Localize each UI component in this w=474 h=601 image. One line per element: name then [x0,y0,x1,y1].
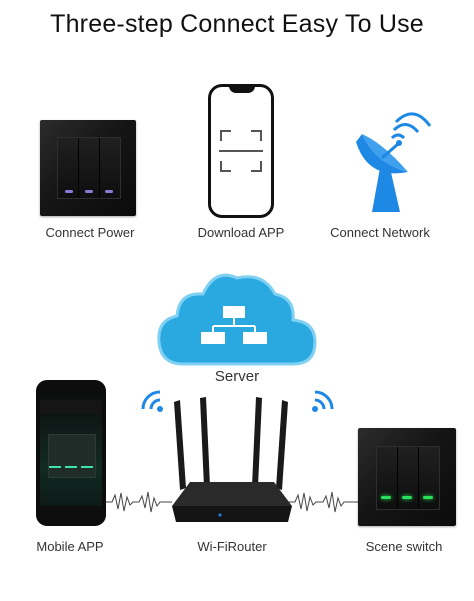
scene-switch-label: Scene switch [365,539,443,554]
page-title: Three-step Connect Easy To Use [50,10,424,38]
mobile-app-label: Mobile APP [36,539,104,554]
satellite-dish-icon [356,112,432,212]
switch-panel-icon [40,120,136,216]
wifi-left-icon [141,390,163,412]
router-icon [172,397,292,522]
signal-wave-left [106,491,172,513]
scene-switch-icon [358,428,456,526]
signal-wave-right [287,491,361,513]
step-download-app-label: Download APP [197,225,285,240]
server-label: Server [214,368,260,385]
smartphone-icon [36,380,106,526]
cloud-network-icon [157,273,317,366]
step-connect-network-label: Connect Network [330,225,430,240]
phone-scan-icon [208,84,274,218]
wifi-router-label: Wi-FiRouter [197,539,267,554]
step-connect-power-label: Connect Power [45,225,135,240]
wifi-right-icon [312,390,334,412]
